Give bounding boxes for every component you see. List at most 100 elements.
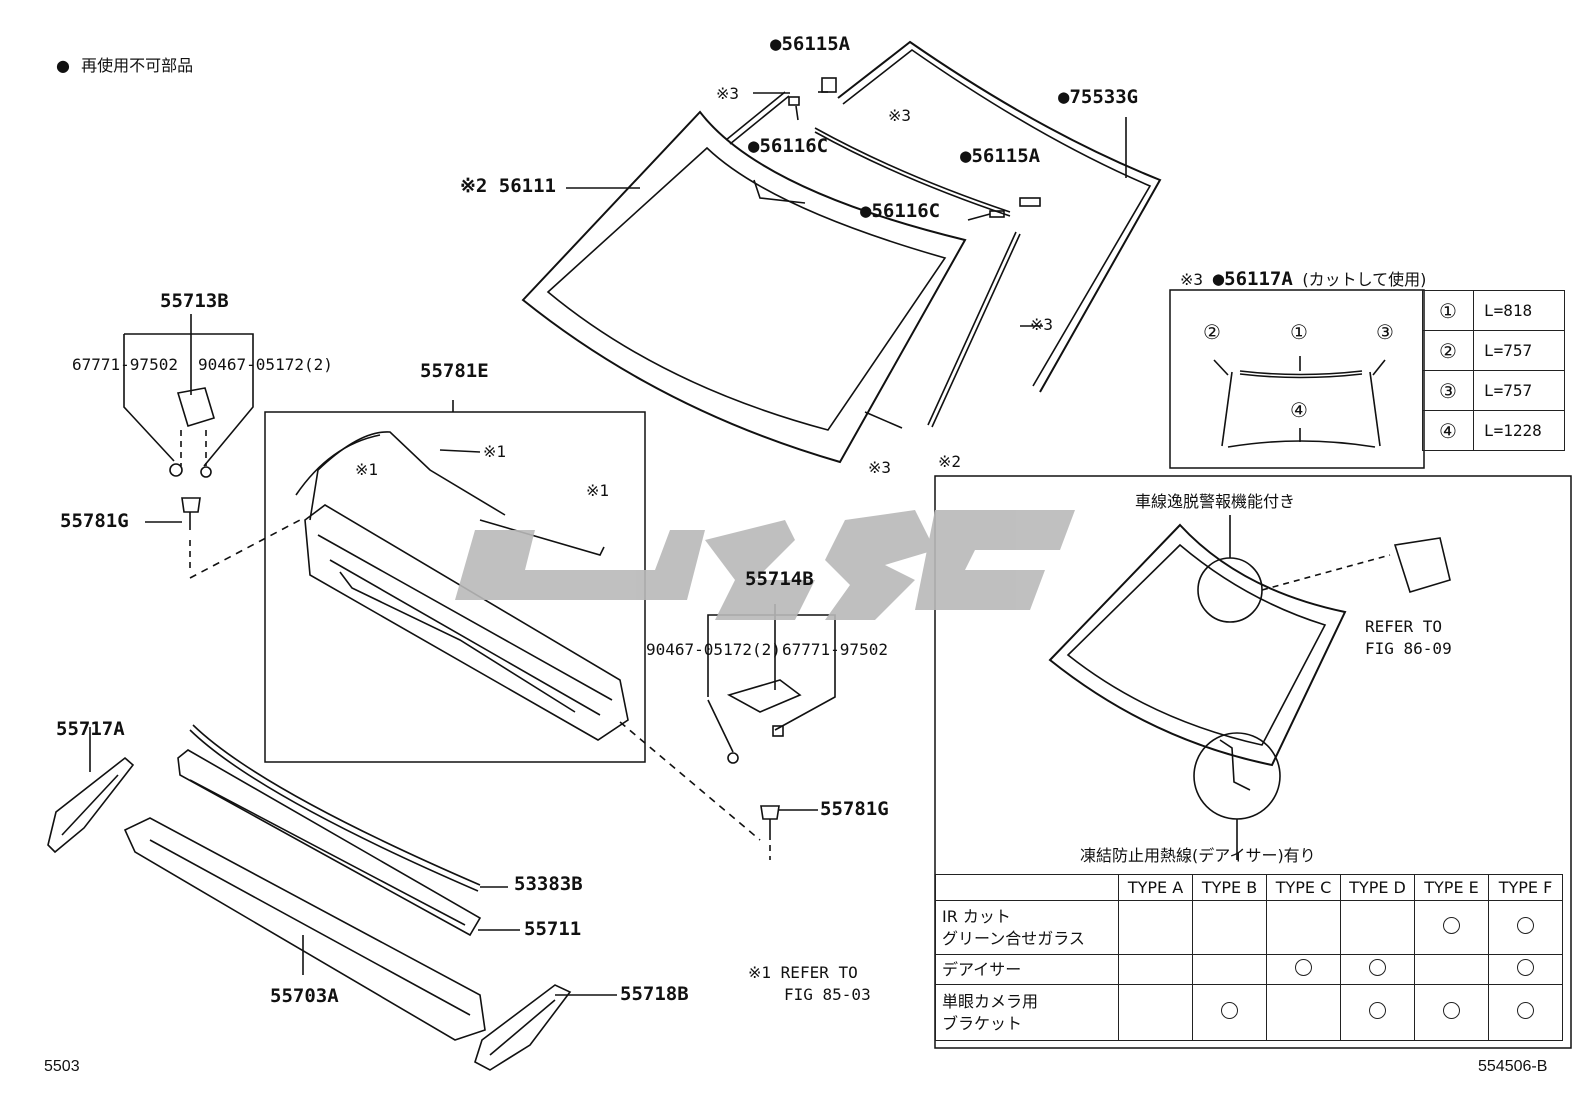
- type-cell: [1118, 954, 1193, 985]
- type-cell: [1118, 984, 1193, 1041]
- refer-note-86-09-line1: REFER TO: [1365, 617, 1443, 636]
- part-label-67771-b[interactable]: 67771-97502: [782, 640, 888, 659]
- type-header: TYPE E: [1414, 874, 1489, 901]
- type-cell: [1340, 954, 1415, 985]
- cut-row-num: ③: [1422, 370, 1474, 411]
- type-header: TYPE C: [1266, 874, 1341, 901]
- legend: ● 再使用不可部品: [56, 52, 193, 76]
- part-label-55703A[interactable]: 55703A: [270, 985, 339, 1007]
- type-row: デアイサー: [935, 954, 1563, 985]
- note-mark-3b: ※3: [888, 106, 912, 125]
- part-label-55714B[interactable]: 55714B: [745, 568, 814, 590]
- cut-diagram-num-2: ②: [1203, 320, 1221, 344]
- note-mark-3c: ※3: [1030, 315, 1054, 334]
- applicable-circle-icon: [1517, 917, 1534, 934]
- part-label-55718B[interactable]: 55718B: [620, 983, 689, 1005]
- type-cell: [1488, 900, 1563, 955]
- cut-row-len: L=1228: [1473, 410, 1565, 451]
- type-cell: [1192, 984, 1267, 1041]
- part-label-56115A-top[interactable]: ●56115A: [770, 33, 851, 55]
- applicable-circle-icon: [1443, 917, 1460, 934]
- cut-diagram-num-3: ③: [1376, 320, 1394, 344]
- applicable-circle-icon: [1517, 959, 1534, 976]
- type-cell: [1266, 984, 1341, 1041]
- type-row-label: 単眼カメラ用ブラケット: [935, 984, 1119, 1041]
- cut-diagram-num-4: ④: [1290, 398, 1308, 422]
- applicable-circle-icon: [1517, 1002, 1534, 1019]
- type-cell: [1192, 954, 1267, 985]
- type-cell: [1414, 900, 1489, 955]
- type-cell: [1414, 984, 1489, 1041]
- part-label-56116C-a[interactable]: ●56116C: [748, 135, 829, 157]
- cut-diagram-num-1: ①: [1290, 320, 1308, 344]
- applicable-circle-icon: [1295, 959, 1312, 976]
- refer-note-86-09-line2: FIG 86-09: [1365, 639, 1452, 658]
- type-row-label-1: 単眼カメラ用: [942, 991, 1039, 1011]
- part-label-55781E[interactable]: 55781E: [420, 360, 489, 382]
- type-row-label-2: ブラケット: [942, 1013, 1023, 1033]
- type-row-label: デアイサー: [935, 954, 1119, 985]
- type-row-label-2: グリーン合せガラス: [942, 928, 1085, 948]
- type-header: TYPE F: [1488, 874, 1563, 901]
- applicable-circle-icon: [1221, 1002, 1238, 1019]
- part-label-53383B[interactable]: 53383B: [514, 873, 583, 895]
- part-label-56115A-b[interactable]: ●56115A: [960, 145, 1041, 167]
- cut-row-num: ②: [1422, 330, 1474, 371]
- part-label-90467-a[interactable]: 90467-05172(2): [198, 355, 333, 374]
- type-row-label: IR カットグリーン合せガラス: [935, 900, 1119, 955]
- part-label-55717A[interactable]: 55717A: [56, 718, 125, 740]
- type-cell: [1488, 984, 1563, 1041]
- note-mark-1b: ※1: [483, 442, 507, 461]
- footer-illustration-id: 554506-B: [1478, 1058, 1548, 1075]
- inset-label-lane-departure: 車線逸脱警報機能付き: [1135, 492, 1296, 511]
- part-label-56111[interactable]: ※2 56111: [460, 175, 556, 197]
- type-row-label-1: IR カット: [942, 906, 1011, 926]
- type-cell: [1414, 954, 1489, 985]
- footer-figure-code: 5503: [44, 1058, 80, 1075]
- note-mark-1a: ※1: [355, 460, 379, 479]
- cut-row-len: L=818: [1473, 290, 1565, 331]
- note-mark-2-box: ※2: [938, 452, 962, 471]
- refer-note-85-03-line2: FIG 85-03: [784, 985, 871, 1004]
- cut-row-len: L=757: [1473, 370, 1565, 411]
- type-cell: [1266, 900, 1341, 955]
- type-cell: [1192, 900, 1267, 955]
- type-row: 単眼カメラ用ブラケット: [935, 984, 1563, 1041]
- refer-note-86-09[interactable]: REFER TO FIG 86-09: [1365, 616, 1452, 660]
- cut-row-num: ①: [1422, 290, 1474, 331]
- cut-row-num: ④: [1422, 410, 1474, 451]
- part-label-67771-a[interactable]: 67771-97502: [72, 355, 178, 374]
- cut-row-len: L=757: [1473, 330, 1565, 371]
- part-label-55713B[interactable]: 55713B: [160, 290, 229, 312]
- type-row: IR カットグリーン合せガラス: [935, 900, 1563, 955]
- cut-title-mark: ※3: [1180, 270, 1204, 289]
- part-label-75533G[interactable]: ●75533G: [1058, 86, 1139, 108]
- refer-note-85-03[interactable]: ※1 REFER TO FIG 85-03: [748, 962, 871, 1006]
- legend-bullet: ●: [56, 56, 70, 75]
- type-cell: [1340, 900, 1415, 955]
- part-label-55711[interactable]: 55711: [524, 918, 582, 940]
- type-table: TYPE A TYPE B TYPE C TYPE D TYPE E TYPE …: [935, 874, 1563, 1041]
- part-label-55781G-a[interactable]: 55781G: [60, 510, 129, 532]
- type-header: TYPE A: [1118, 874, 1193, 901]
- type-table-corner: [935, 874, 1119, 901]
- part-label-55781G-b[interactable]: 55781G: [820, 798, 889, 820]
- note-mark-1c: ※1: [586, 481, 610, 500]
- cut-title-note: (カットして使用): [1302, 270, 1427, 289]
- type-header: TYPE D: [1340, 874, 1415, 901]
- inset-label-deicer: 凍結防止用熱線(デアイサー)有り: [1080, 846, 1316, 865]
- cut-molding-title: ※3 ●56117A (カットして使用): [1180, 266, 1426, 290]
- type-cell: [1266, 954, 1341, 985]
- part-label-90467-b[interactable]: 90467-05172(2): [646, 640, 781, 659]
- part-label-56116C-b[interactable]: ●56116C: [860, 200, 941, 222]
- type-cell: [1340, 984, 1415, 1041]
- type-cell: [1118, 900, 1193, 955]
- cut-title-part[interactable]: ●56117A: [1212, 268, 1293, 290]
- applicable-circle-icon: [1443, 1002, 1460, 1019]
